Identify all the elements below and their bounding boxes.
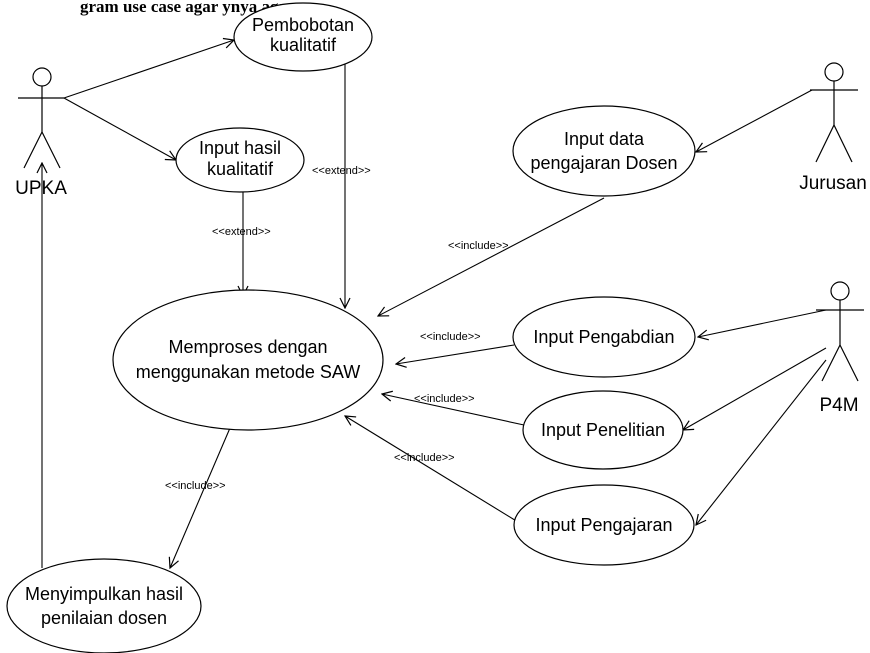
- use-case-memproses-saw[interactable]: Memproses dengan menggunakan metode SAW: [112, 289, 384, 431]
- actor-label: UPKA: [15, 178, 67, 199]
- use-case-label: Input Penelitian: [541, 420, 665, 440]
- stereotype-include-penelitian: <<include>>: [414, 393, 475, 405]
- use-case-label: kualitatif: [207, 159, 274, 179]
- use-case-label: Input Pengabdian: [533, 327, 674, 347]
- edge-jurusan-input-data: [696, 89, 813, 152]
- edge-p4m-pengajaran: [696, 359, 827, 525]
- stereotype-include-pengajaran: <<include>>: [394, 452, 455, 464]
- use-case-input-penelitian[interactable]: Input Penelitian: [522, 390, 684, 470]
- actor-p4m[interactable]: P4M: [816, 281, 864, 416]
- use-case-input-hasil-kualitatif[interactable]: Input hasil kualitatif: [175, 127, 305, 193]
- use-case-label: Menyimpulkan hasil: [25, 584, 183, 604]
- use-case-input-data-pengajaran[interactable]: Input data pengajaran Dosen: [512, 105, 696, 197]
- use-case-input-pengajaran[interactable]: Input Pengajaran: [513, 484, 695, 566]
- use-case-label: menggunakan metode SAW: [136, 362, 360, 382]
- actor-upka[interactable]: UPKA: [15, 67, 67, 199]
- edge-p4m-pengabdian: [698, 309, 827, 337]
- edge-pengabdian-memproses: [396, 344, 515, 364]
- stereotype-include-menyimpulkan: <<include>>: [165, 480, 226, 492]
- use-case-label: Input hasil: [199, 138, 281, 158]
- stereotype-extend-pembobotan: <<extend>>: [312, 165, 371, 177]
- use-case-label: kualitatif: [270, 35, 337, 55]
- edge-pengajaran-memproses: [345, 416, 519, 523]
- actor-jurusan[interactable]: Jurusan: [799, 62, 867, 194]
- edge-upka-pembobotan: [63, 40, 234, 99]
- edge-input-data-memproses: [378, 197, 605, 316]
- edge-penelitian-memproses: [382, 394, 525, 426]
- use-case-label: Pembobotan: [252, 15, 354, 35]
- actor-label: Jurusan: [799, 173, 867, 194]
- edge-p4m-penelitian: [683, 347, 827, 430]
- use-case-label: penilaian dosen: [41, 608, 167, 628]
- edge-upka-input-hasil: [63, 97, 176, 160]
- actor-label: P4M: [819, 395, 858, 416]
- use-case-pembobotan-kualitatif[interactable]: Pembobotan kualitatif: [233, 2, 373, 72]
- stereotype-include-pengabdian: <<include>>: [420, 331, 481, 343]
- use-case-label: Input data: [564, 129, 645, 149]
- stereotype-include-input-data: <<include>>: [448, 240, 509, 252]
- stereotype-extend-input-hasil: <<extend>>: [212, 226, 271, 238]
- use-case-label: Input Pengajaran: [535, 515, 672, 535]
- page-title: gram use case agar ynya agar: [80, 0, 295, 16]
- use-case-label: pengajaran Dosen: [530, 153, 677, 173]
- use-case-menyimpulkan-hasil[interactable]: Menyimpulkan hasil penilaian dosen: [6, 558, 202, 653]
- use-case-input-pengabdian[interactable]: Input Pengabdian: [512, 296, 696, 378]
- use-case-label: Memproses dengan: [168, 337, 327, 357]
- edge-memproses-menyimpulkan: [170, 427, 231, 568]
